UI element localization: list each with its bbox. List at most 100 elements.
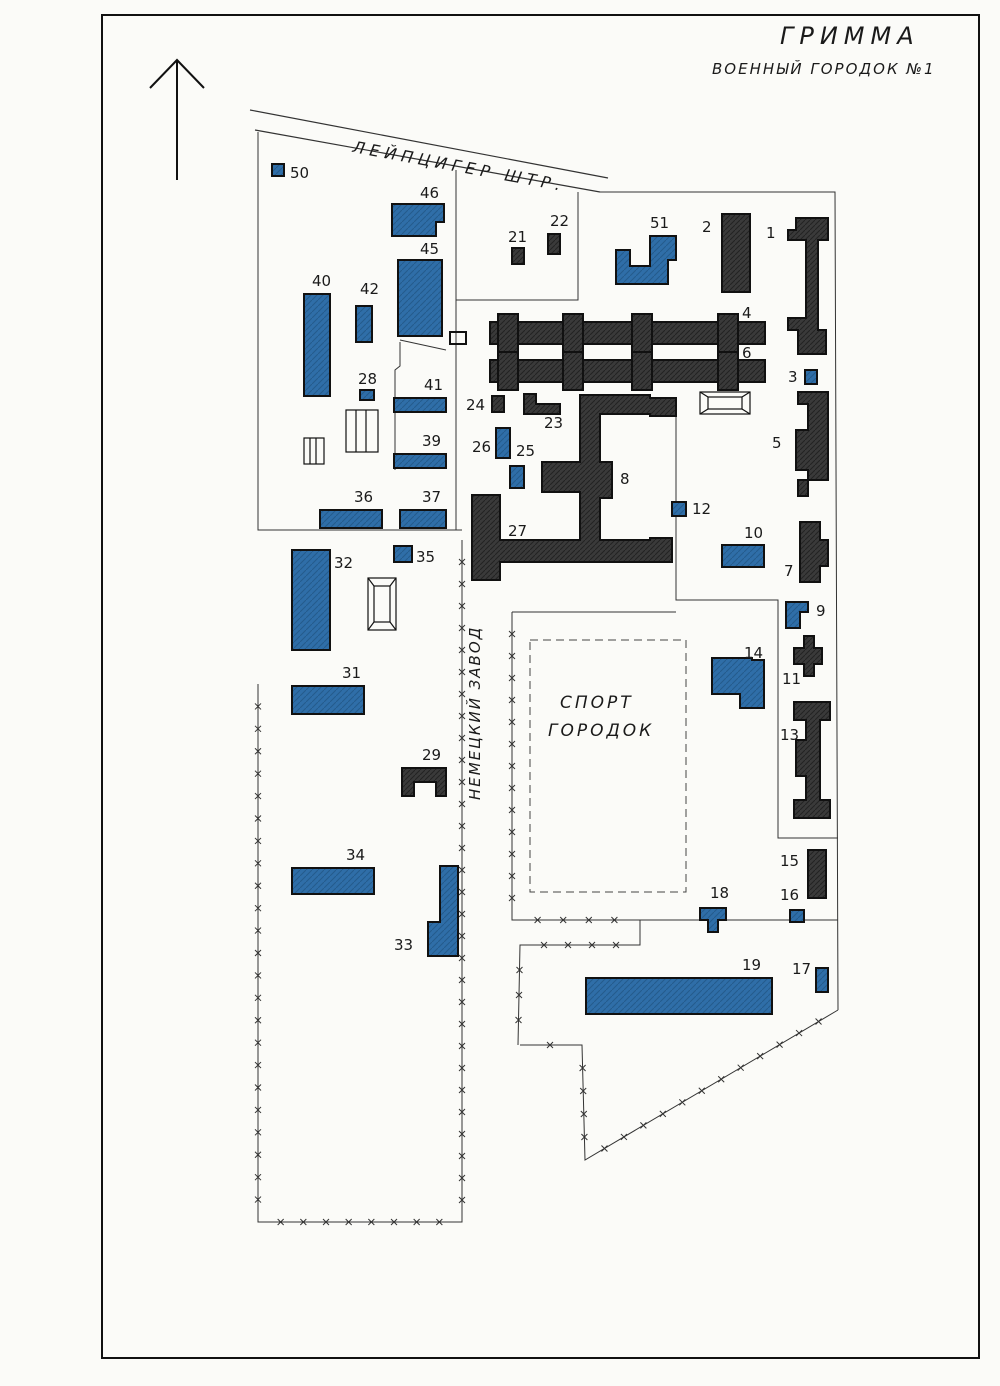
building-37 <box>399 509 447 529</box>
building-33 <box>427 865 459 957</box>
building-9 <box>785 601 809 629</box>
num-45: 45 <box>420 240 439 258</box>
map-subtitle: ВОЕННЫЙ ГОРОДОК №1 <box>712 59 936 78</box>
num-10: 10 <box>744 524 763 542</box>
building-31 <box>291 685 365 715</box>
num-50: 50 <box>290 164 309 182</box>
num-11: 11 <box>782 670 801 688</box>
leipziger-street <box>249 109 609 193</box>
building-25 <box>509 465 525 489</box>
building-1 <box>787 217 829 355</box>
num-18: 18 <box>710 884 729 902</box>
building-3 <box>804 369 818 385</box>
num-37: 37 <box>422 488 441 506</box>
num-23: 23 <box>544 414 563 432</box>
num-25: 25 <box>516 442 535 460</box>
building-5 <box>795 391 829 497</box>
building-12 <box>671 501 687 517</box>
num-22: 22 <box>550 212 569 230</box>
building-50 <box>271 163 285 177</box>
building-21 <box>511 247 525 265</box>
num-27: 27 <box>508 522 527 540</box>
num-17: 17 <box>792 960 811 978</box>
building-19 <box>585 977 773 1015</box>
building-10 <box>721 544 765 568</box>
num-1: 1 <box>766 224 776 242</box>
num-28: 28 <box>358 370 377 388</box>
sport-ground-label-1: СПОРТ <box>560 693 634 713</box>
num-40: 40 <box>312 272 331 290</box>
building-28 <box>359 389 375 401</box>
num-14: 14 <box>744 644 763 662</box>
building-11 <box>793 635 823 677</box>
fence-marks <box>254 558 822 1226</box>
sport-ground <box>529 639 687 893</box>
num-29: 29 <box>422 746 441 764</box>
page-frame <box>101 14 980 1359</box>
building-51 <box>615 235 677 285</box>
num-21: 21 <box>508 228 527 246</box>
num-15: 15 <box>780 852 799 870</box>
building-7 <box>799 521 829 583</box>
building-36 <box>319 509 383 529</box>
building-35 <box>393 545 413 563</box>
minor-structures <box>303 331 751 631</box>
building-6 <box>489 359 766 383</box>
building-14 <box>711 657 765 709</box>
site-boundaries <box>257 132 839 1011</box>
building-22 <box>547 233 561 255</box>
building-39 <box>393 453 447 469</box>
num-46: 46 <box>420 184 439 202</box>
num-24: 24 <box>466 396 485 414</box>
building-18 <box>699 907 727 933</box>
building-40 <box>303 293 331 397</box>
num-41: 41 <box>424 376 443 394</box>
building-23 <box>523 393 561 415</box>
num-13: 13 <box>780 726 799 744</box>
num-4: 4 <box>742 304 752 322</box>
num-31: 31 <box>342 664 361 682</box>
map-title: ГРИММА <box>780 22 920 50</box>
num-3: 3 <box>788 368 798 386</box>
leipziger-street-label: ЛЕЙПЦИГЕР ШТР. <box>350 137 567 195</box>
building-4 <box>489 321 766 345</box>
num-26: 26 <box>472 438 491 456</box>
german-factory-label: НЕМЕЦКИЙ ЗАВОД <box>465 626 484 800</box>
building-45 <box>397 259 443 337</box>
building-32 <box>291 549 331 651</box>
building-2 <box>721 213 751 293</box>
num-9: 9 <box>816 602 826 620</box>
building-16 <box>789 909 805 923</box>
building-24 <box>491 395 505 413</box>
num-34: 34 <box>346 846 365 864</box>
num-8: 8 <box>620 470 630 488</box>
building-42 <box>355 305 373 343</box>
num-12: 12 <box>692 500 711 518</box>
building-numbers: 1 2 3 4 5 6 7 8 9 10 11 12 13 14 15 16 1… <box>290 164 826 978</box>
num-32: 32 <box>334 554 353 572</box>
num-19: 19 <box>742 956 761 974</box>
building-46 <box>391 203 445 237</box>
building-17 <box>815 967 829 993</box>
num-51: 51 <box>650 214 669 232</box>
num-33: 33 <box>394 936 413 954</box>
num-7: 7 <box>784 562 794 580</box>
num-6: 6 <box>742 344 752 362</box>
building-26 <box>495 427 511 459</box>
building-13 <box>793 701 831 819</box>
building-8 <box>471 394 677 581</box>
num-5: 5 <box>772 434 782 452</box>
num-16: 16 <box>780 886 799 904</box>
num-42: 42 <box>360 280 379 298</box>
num-36: 36 <box>354 488 373 506</box>
building-29 <box>401 767 447 797</box>
num-39: 39 <box>422 432 441 450</box>
sport-ground-label-2: ГОРОДОК <box>548 721 654 741</box>
num-35: 35 <box>416 548 435 566</box>
num-2: 2 <box>702 218 712 236</box>
building-34 <box>291 867 375 895</box>
north-arrow-icon <box>149 58 205 180</box>
buildings <box>271 163 831 1015</box>
building-41 <box>393 397 447 413</box>
